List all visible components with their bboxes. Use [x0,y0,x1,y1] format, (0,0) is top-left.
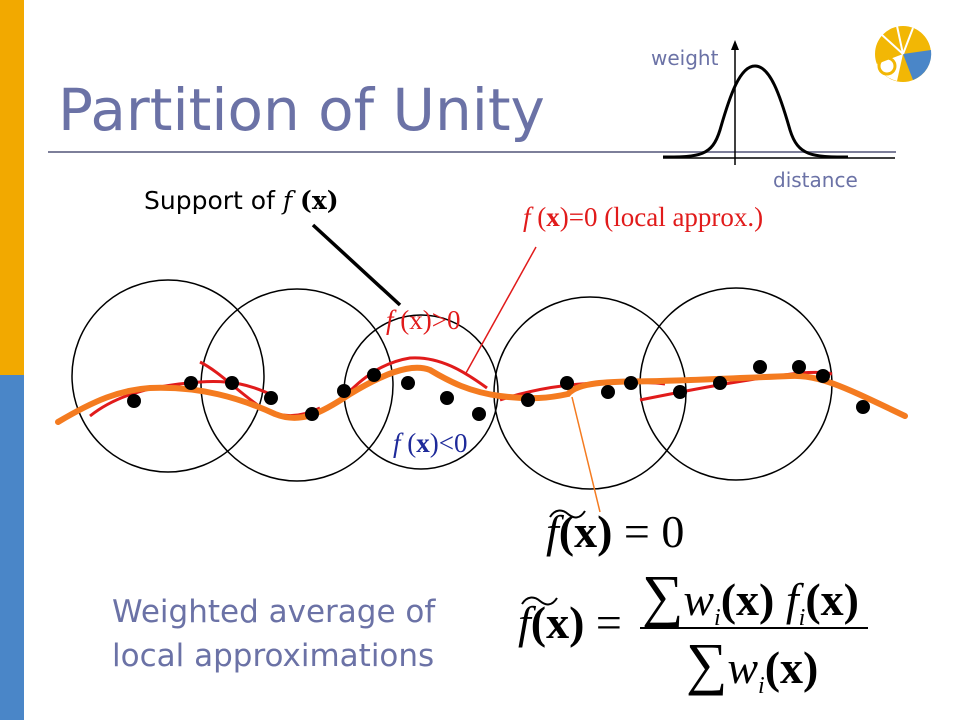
local-approx-pointer-line [465,246,537,374]
accent-bar-bottom [0,375,24,720]
sample-point [440,391,454,405]
sample-point [856,400,870,414]
negative-rest: )<0 [429,428,468,458]
support-label: Support of f (x) [144,186,339,215]
numerator-w-arg: (x) [720,574,775,625]
sample-point [753,360,767,374]
sample-point [601,385,615,399]
support-circle [71,279,265,473]
global-zero-pointer-line [571,396,601,513]
numerator-w-index: i [714,605,721,632]
positive-rest: (x)>0 [393,305,461,335]
denominator-w-index: i [758,673,765,700]
local-zero-rest: )=0 (local approx.) [559,202,764,232]
sample-point [792,360,806,374]
weighted-lhs-eq: = [595,597,622,648]
sample-point [305,407,319,421]
support-circle [200,288,394,482]
global-zero-formula: f(x) = 0 [546,505,684,558]
support-circle [639,287,833,481]
positive-f: f [386,305,394,335]
sample-point [401,376,415,390]
weighted-lhs-f: f [518,597,531,648]
support-label-f: f [282,186,293,215]
support-label-prefix: Support of [144,186,283,215]
local-zero-open: ( [530,202,547,232]
sample-point [624,376,638,390]
sample-point [472,407,486,421]
accent-bar-top [0,0,24,375]
sample-point [264,391,278,405]
sample-points [127,360,870,421]
weighted-lhs-arg: (x) [530,597,585,648]
support-pointer-line [311,223,402,307]
inset-y-label: weight [651,46,719,70]
sample-point [225,376,239,390]
negative-open: ( [400,428,417,458]
sample-point [127,394,141,408]
sample-point [560,376,574,390]
negative-region-label: f (x)<0 [393,428,467,459]
local-zero-label: f (x)=0 (local approx.) [523,202,763,233]
denominator-sum: ∑ [686,631,728,696]
negative-x: x [416,428,430,458]
sample-point [184,376,198,390]
numerator-w: w [683,574,715,625]
local-approx-curve [639,370,833,402]
denominator-w-arg: (x) [764,642,819,693]
negative-f: f [393,428,401,458]
numerator-f: f [785,574,799,625]
global-zero-eq: = 0 [623,506,685,557]
sample-point [367,368,381,382]
inset-x-label: distance [773,168,858,192]
title-underline [48,151,896,153]
global-zero-f: f [546,506,559,557]
global-approximation-curve [55,364,908,425]
positive-region-label: f (x)>0 [386,305,460,336]
local-approx-curve [89,380,277,418]
weighted-formula-numerator: ∑wi(x) fi(x) [642,562,859,632]
local-approx-curve [499,380,666,402]
local-zero-x: x [546,202,560,232]
denominator-w: w [727,642,759,693]
local-approx-curve [199,360,321,417]
inset-y-arrow [731,40,739,50]
support-circle [493,296,687,490]
sample-point [337,384,351,398]
local-approximations [89,356,833,418]
numerator-f-arg: (x) [805,574,859,625]
weighted-formula-lhs: f(x) = [518,596,622,649]
weighted-average-caption: Weighted average of local approximations [112,590,435,678]
slide-title: Partition of Unity [58,76,545,144]
sample-point [521,393,535,407]
global-zero-arg: (x) [558,506,613,557]
caption-line-2: local approximations [112,638,435,674]
weighted-formula-denominator: ∑wi(x) [686,630,818,700]
numerator-sum: ∑ [642,563,684,628]
sample-point [713,376,727,390]
numerator-f-index: i [798,605,806,632]
sample-point [816,369,830,383]
sample-point [673,385,687,399]
caption-line-1: Weighted average of [112,594,436,630]
local-zero-f: f [523,202,531,232]
support-label-x: (x) [300,186,339,215]
local-approx-curve [343,356,488,398]
bell-curve [662,64,849,159]
